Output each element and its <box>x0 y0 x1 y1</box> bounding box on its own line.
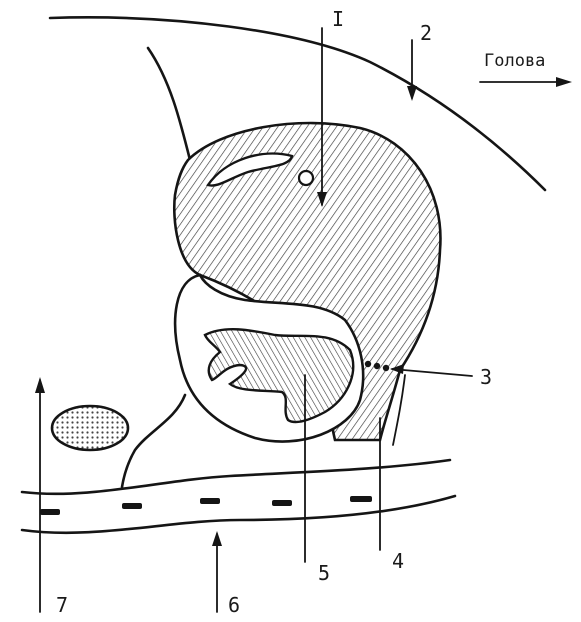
leader-3 <box>392 369 472 376</box>
stalk-left <box>122 395 185 487</box>
marker-dot-3 <box>383 365 389 371</box>
leader-6-arrow <box>212 531 222 546</box>
label-4: 4 <box>392 549 404 573</box>
tube-upper-wall <box>22 460 450 494</box>
label-3: 3 <box>480 365 492 389</box>
leader-2-arrow <box>407 86 417 101</box>
label-2: 2 <box>420 21 432 45</box>
tube-lower-wall <box>22 496 455 533</box>
label-6: 6 <box>228 593 240 617</box>
small-ring <box>299 171 313 185</box>
label-1: I <box>332 7 344 31</box>
direction-arrow-head <box>556 77 572 87</box>
dorsal-contour <box>148 48 190 160</box>
marker-dot-1 <box>365 361 371 367</box>
marker-dot-2 <box>374 363 380 369</box>
tube-dashes <box>40 496 372 515</box>
label-direction: Голова <box>484 51 545 71</box>
leader-7-arrow <box>35 377 45 393</box>
label-5: 5 <box>318 561 330 585</box>
label-7: 7 <box>56 593 68 617</box>
oval-body <box>52 406 128 450</box>
